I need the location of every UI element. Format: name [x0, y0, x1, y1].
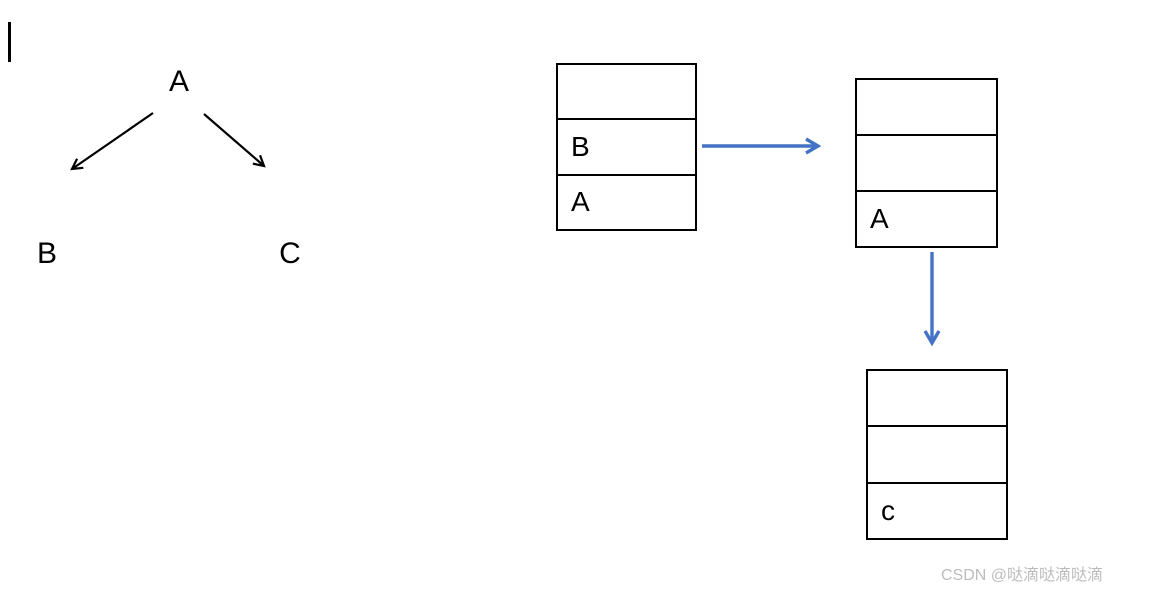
stack-box-2: A	[855, 78, 998, 248]
stack-1-cell-bottom: A	[558, 173, 695, 229]
stack-1-cell-middle: B	[558, 118, 695, 173]
tree-node-a: A	[168, 65, 190, 98]
stack-3-cell-middle	[868, 425, 1006, 481]
stack-3-cell-bottom: c	[868, 481, 1006, 538]
tree-edge-right-arrow-icon	[203, 113, 266, 168]
stack-box-3: c	[866, 369, 1008, 540]
stack-2-cell-middle	[857, 134, 996, 190]
stack-3-cell-top	[868, 371, 1006, 425]
tree-edge-left-arrow-icon	[70, 112, 154, 171]
tree-node-c: C	[279, 237, 301, 270]
stack-1-cell-top	[558, 65, 695, 118]
tree-node-b: B	[36, 237, 58, 270]
stack-box-1: B A	[556, 63, 697, 231]
text-cursor-icon	[8, 22, 11, 62]
csdn-watermark: CSDN @哒滴哒滴哒滴	[941, 567, 1104, 584]
stack-2-cell-top	[857, 80, 996, 134]
stack-2-cell-bottom: A	[857, 190, 996, 246]
